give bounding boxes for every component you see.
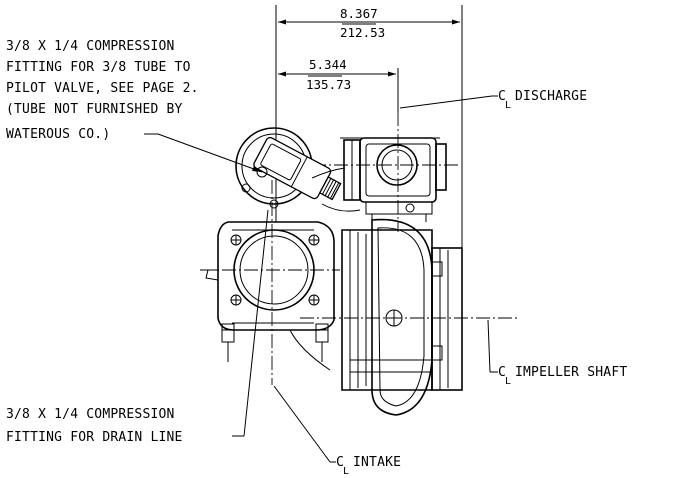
note-top-line-3: PILOT VALVE, SEE PAGE 2. — [6, 81, 199, 96]
centerline-group — [200, 112, 520, 385]
overall-dimension-mm: 212.53 — [340, 25, 385, 40]
cl-subscript-discharge: L — [505, 100, 511, 111]
label-intake-centerline: C L INTAKE — [336, 455, 401, 477]
note-drain-line-2: FITTING FOR DRAIN LINE — [6, 430, 183, 445]
dimension-overall: 8.367 212.53 — [275, 5, 463, 248]
pump-volute — [341, 218, 463, 416]
discharge-dimension-inches: 5.344 — [309, 57, 347, 72]
label-impeller-centerline: C L IMPELLER SHAFT — [498, 365, 627, 387]
overall-dimension-inches: 8.367 — [340, 6, 378, 21]
note-top-line-5: WATEROUS CO.) — [6, 127, 110, 142]
cl-subscript-impeller: L — [505, 376, 511, 387]
intake-label: INTAKE — [353, 455, 401, 470]
note-drain-fitting: 3/8 X 1/4 COMPRESSION FITTING FOR DRAIN … — [6, 407, 183, 445]
note-top-line-4: (TUBE NOT FURNISHED BY — [6, 102, 183, 117]
dimension-discharge: 5.344 135.73 — [278, 57, 399, 112]
note-top-fitting: 3/8 X 1/4 COMPRESSION FITTING FOR 3/8 TU… — [6, 39, 199, 142]
note-drain-line-1: 3/8 X 1/4 COMPRESSION — [6, 407, 175, 422]
cl-symbol-discharge: C — [498, 89, 506, 104]
note-top-line-1: 3/8 X 1/4 COMPRESSION — [6, 39, 175, 54]
intake-flange — [205, 221, 335, 371]
note-top-line-2: FITTING FOR 3/8 TUBE TO — [6, 60, 191, 75]
leader-lines — [144, 95, 498, 463]
cl-subscript-intake: L — [343, 466, 349, 477]
cl-symbol-impeller: C — [498, 365, 506, 380]
cl-symbol-intake: C — [336, 455, 344, 470]
pilot-valve — [235, 127, 361, 212]
label-discharge-centerline: C L DISCHARGE — [498, 89, 587, 111]
impeller-shaft-label: IMPELLER SHAFT — [515, 365, 627, 380]
discharge-label: DISCHARGE — [515, 89, 587, 104]
discharge-dimension-mm: 135.73 — [306, 77, 351, 92]
discharge-valve — [340, 137, 447, 222]
